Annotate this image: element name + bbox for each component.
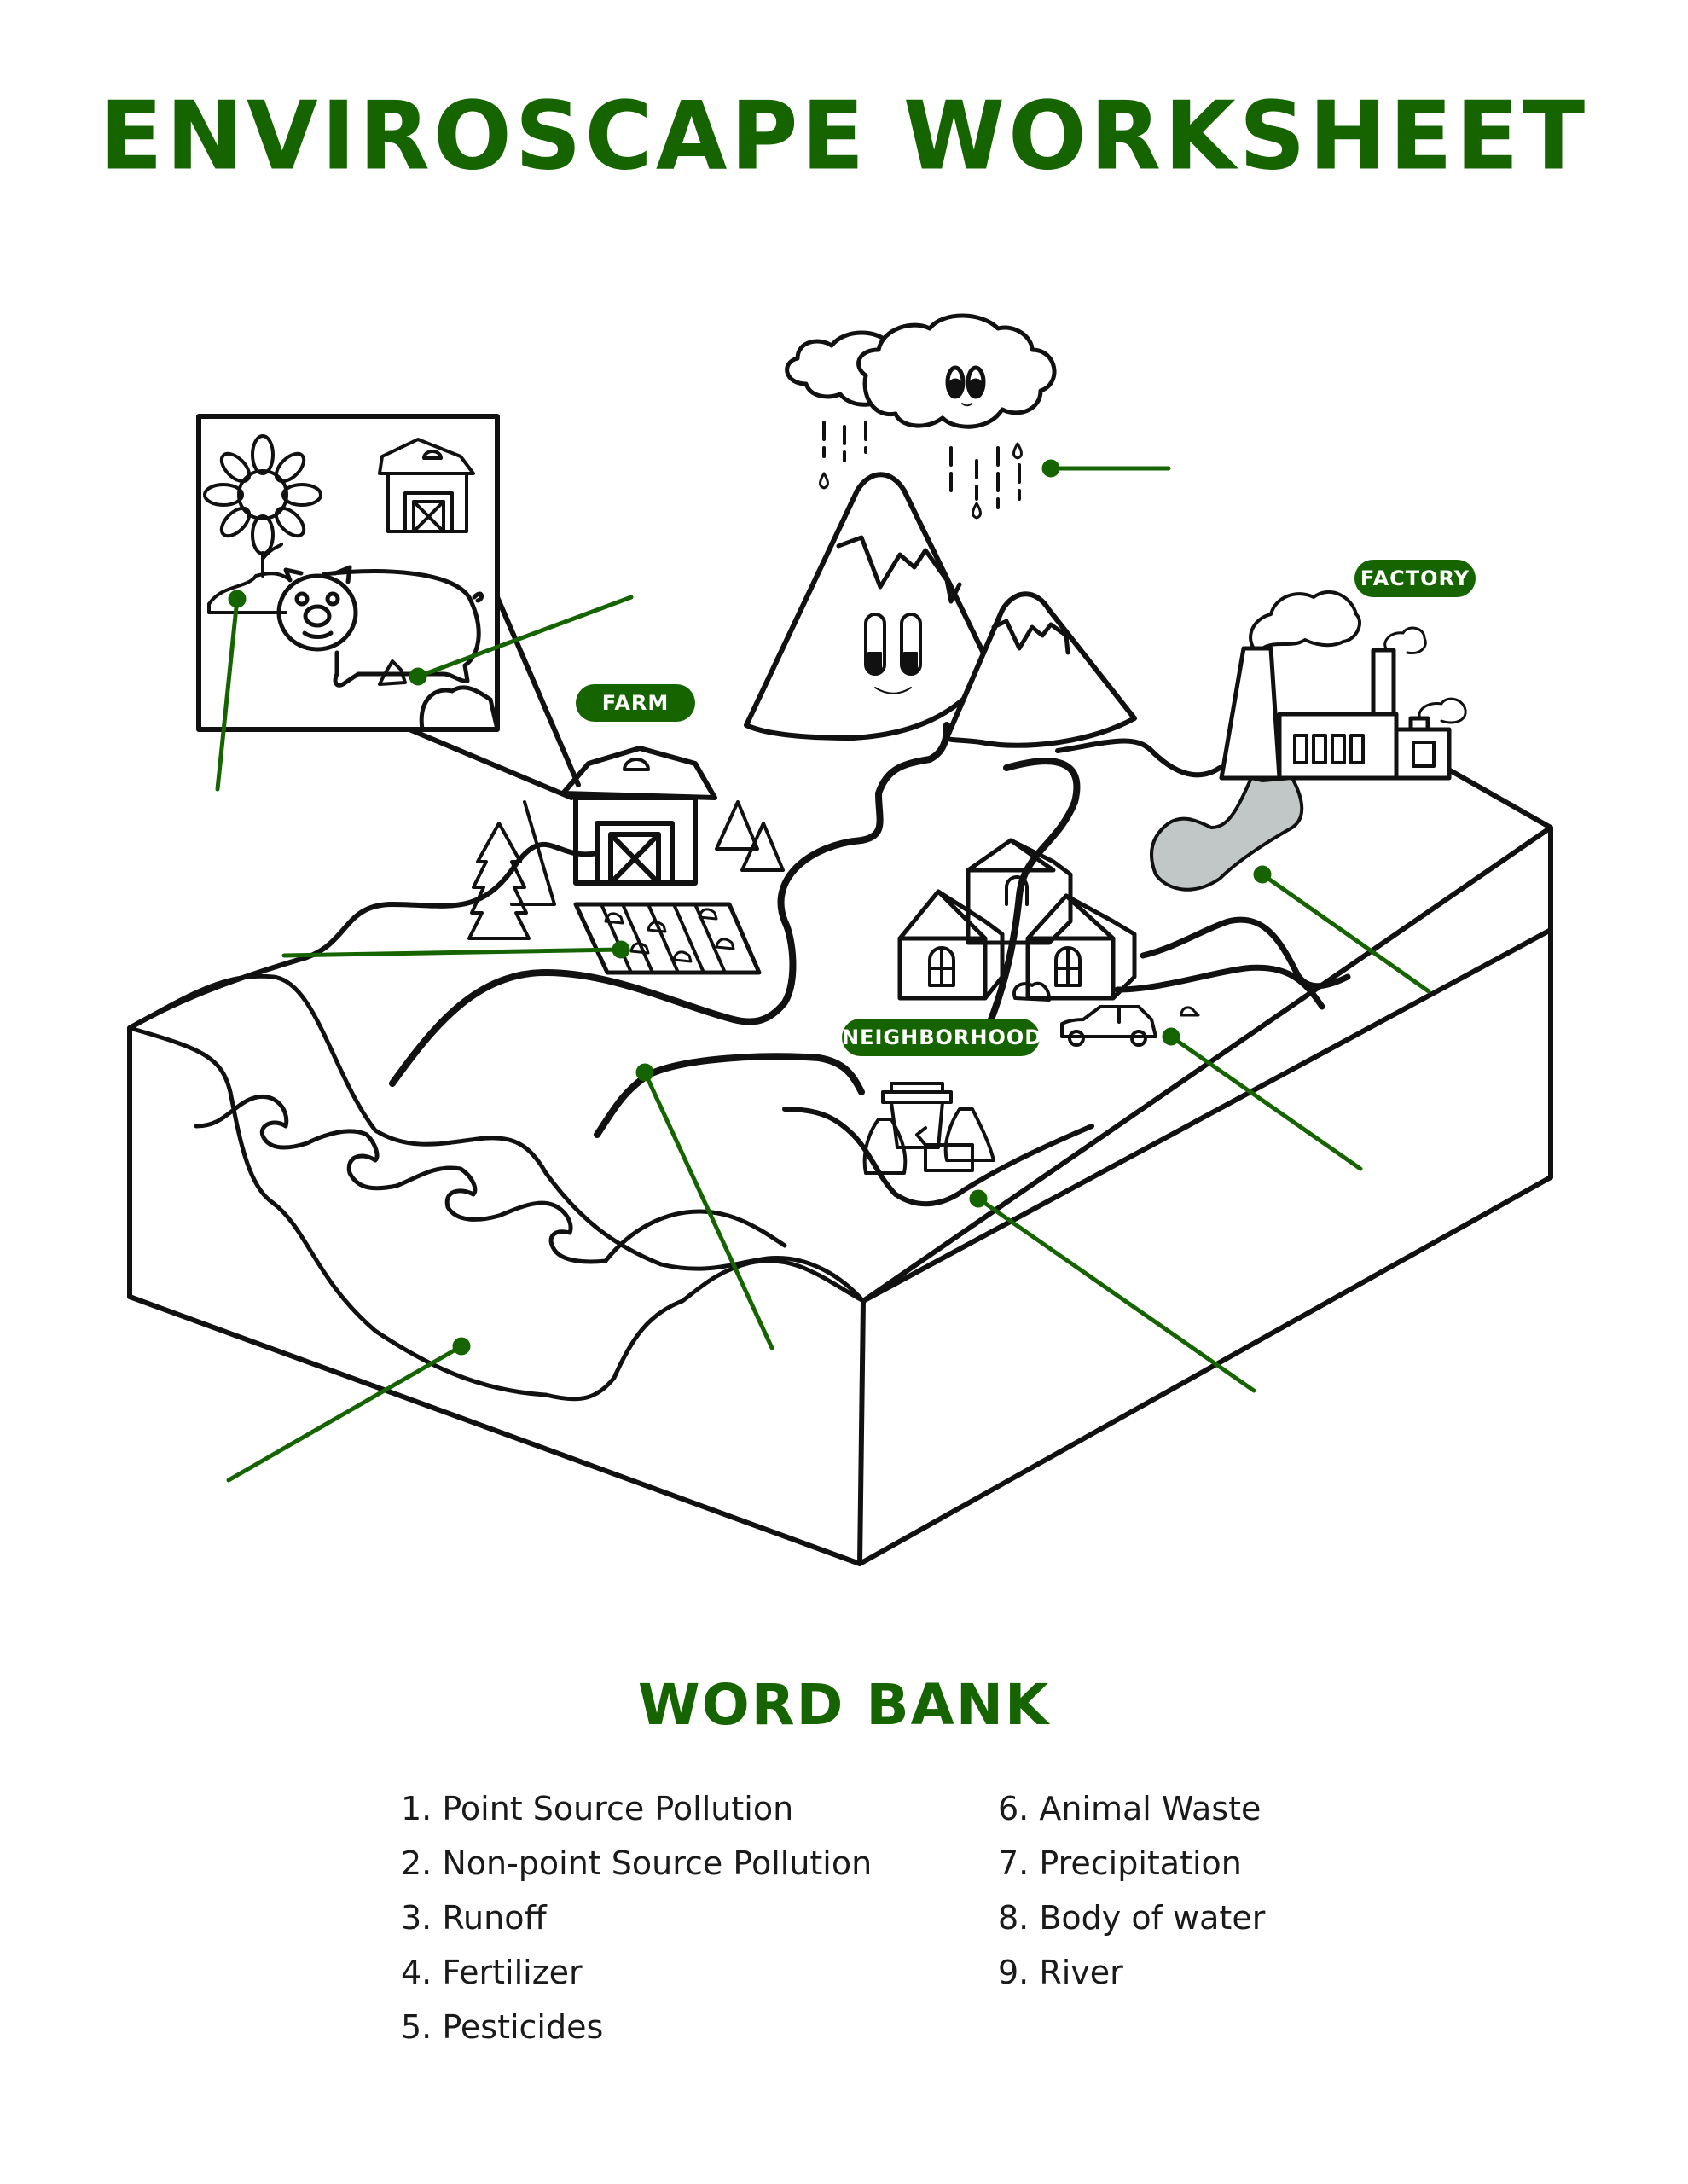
word-bank-item: 6. Animal Waste (998, 1790, 1262, 1827)
word-bank-item: 1. Point Source Pollution (401, 1790, 794, 1827)
wave (194, 1094, 608, 1264)
word-bank-item: 7. Precipitation (998, 1844, 1242, 1882)
rain-clouds-icon (785, 313, 1057, 520)
pointer-animal-waste[interactable] (409, 595, 634, 686)
word-bank-left-column: 1. Point Source Pollution 2. Non-point S… (401, 1781, 872, 2054)
factory-label: FACTORY (1354, 560, 1476, 597)
word-bank-item: 5. Pesticides (401, 2008, 604, 2046)
crop-field-icon (573, 902, 762, 975)
inset-bush (419, 685, 500, 732)
pointer-river[interactable] (635, 1063, 774, 1350)
word-bank-item: 9. River (998, 1954, 1123, 1991)
pointer-non-point-source[interactable] (969, 1189, 1256, 1393)
word-bank-item: 2. Non-point Source Pollution (401, 1844, 873, 1882)
farm-inset (196, 414, 581, 800)
pointer-fertilizer[interactable] (215, 590, 247, 792)
word-bank-item: 3. Runoff (401, 1899, 547, 1937)
enviroscape-illustration (127, 313, 1553, 1566)
word-bank-item: 4. Fertilizer (401, 1954, 583, 1991)
factory-icon (1219, 590, 1467, 781)
block-top-right-edge (861, 768, 1553, 1304)
car-icon (1060, 1005, 1200, 1047)
pig-icon (276, 565, 484, 688)
word-bank-item: 8. Body of water (998, 1899, 1266, 1937)
answer-pointers (215, 459, 1431, 1483)
neighborhood-label: NEIGHBORHOOD (842, 1019, 1041, 1056)
pointer-precipitation[interactable] (1041, 459, 1171, 478)
animal-waste-icon (378, 659, 407, 686)
pointer-body-of-water[interactable] (226, 1337, 471, 1483)
lake (127, 973, 866, 1402)
farm-label: FARM (576, 684, 695, 722)
page-title: ENVIROSCAPE WORKSHEET (99, 82, 1589, 192)
houses-icon (897, 838, 1137, 1002)
river (389, 722, 1351, 1263)
trees-icon (467, 800, 785, 940)
flower-icon (203, 434, 322, 614)
block-right-face (857, 927, 1553, 1566)
land-block (127, 768, 1553, 1566)
mountains-icon (744, 472, 1137, 748)
inset-barn-icon (378, 438, 475, 533)
pointer-runoff[interactable] (1162, 1027, 1363, 1171)
trash-icon (862, 1082, 995, 1175)
barn-icon (560, 746, 717, 886)
word-bank-title: WORD BANK (637, 1672, 1051, 1738)
polluted-pond (1150, 776, 1304, 892)
word-bank-right-column: 6. Animal Waste 7. Precipitation 8. Body… (998, 1781, 1265, 2000)
block-left-face (127, 1025, 866, 1566)
pointer-point-source[interactable] (1253, 865, 1431, 994)
pointer-pesticides[interactable] (281, 940, 630, 959)
